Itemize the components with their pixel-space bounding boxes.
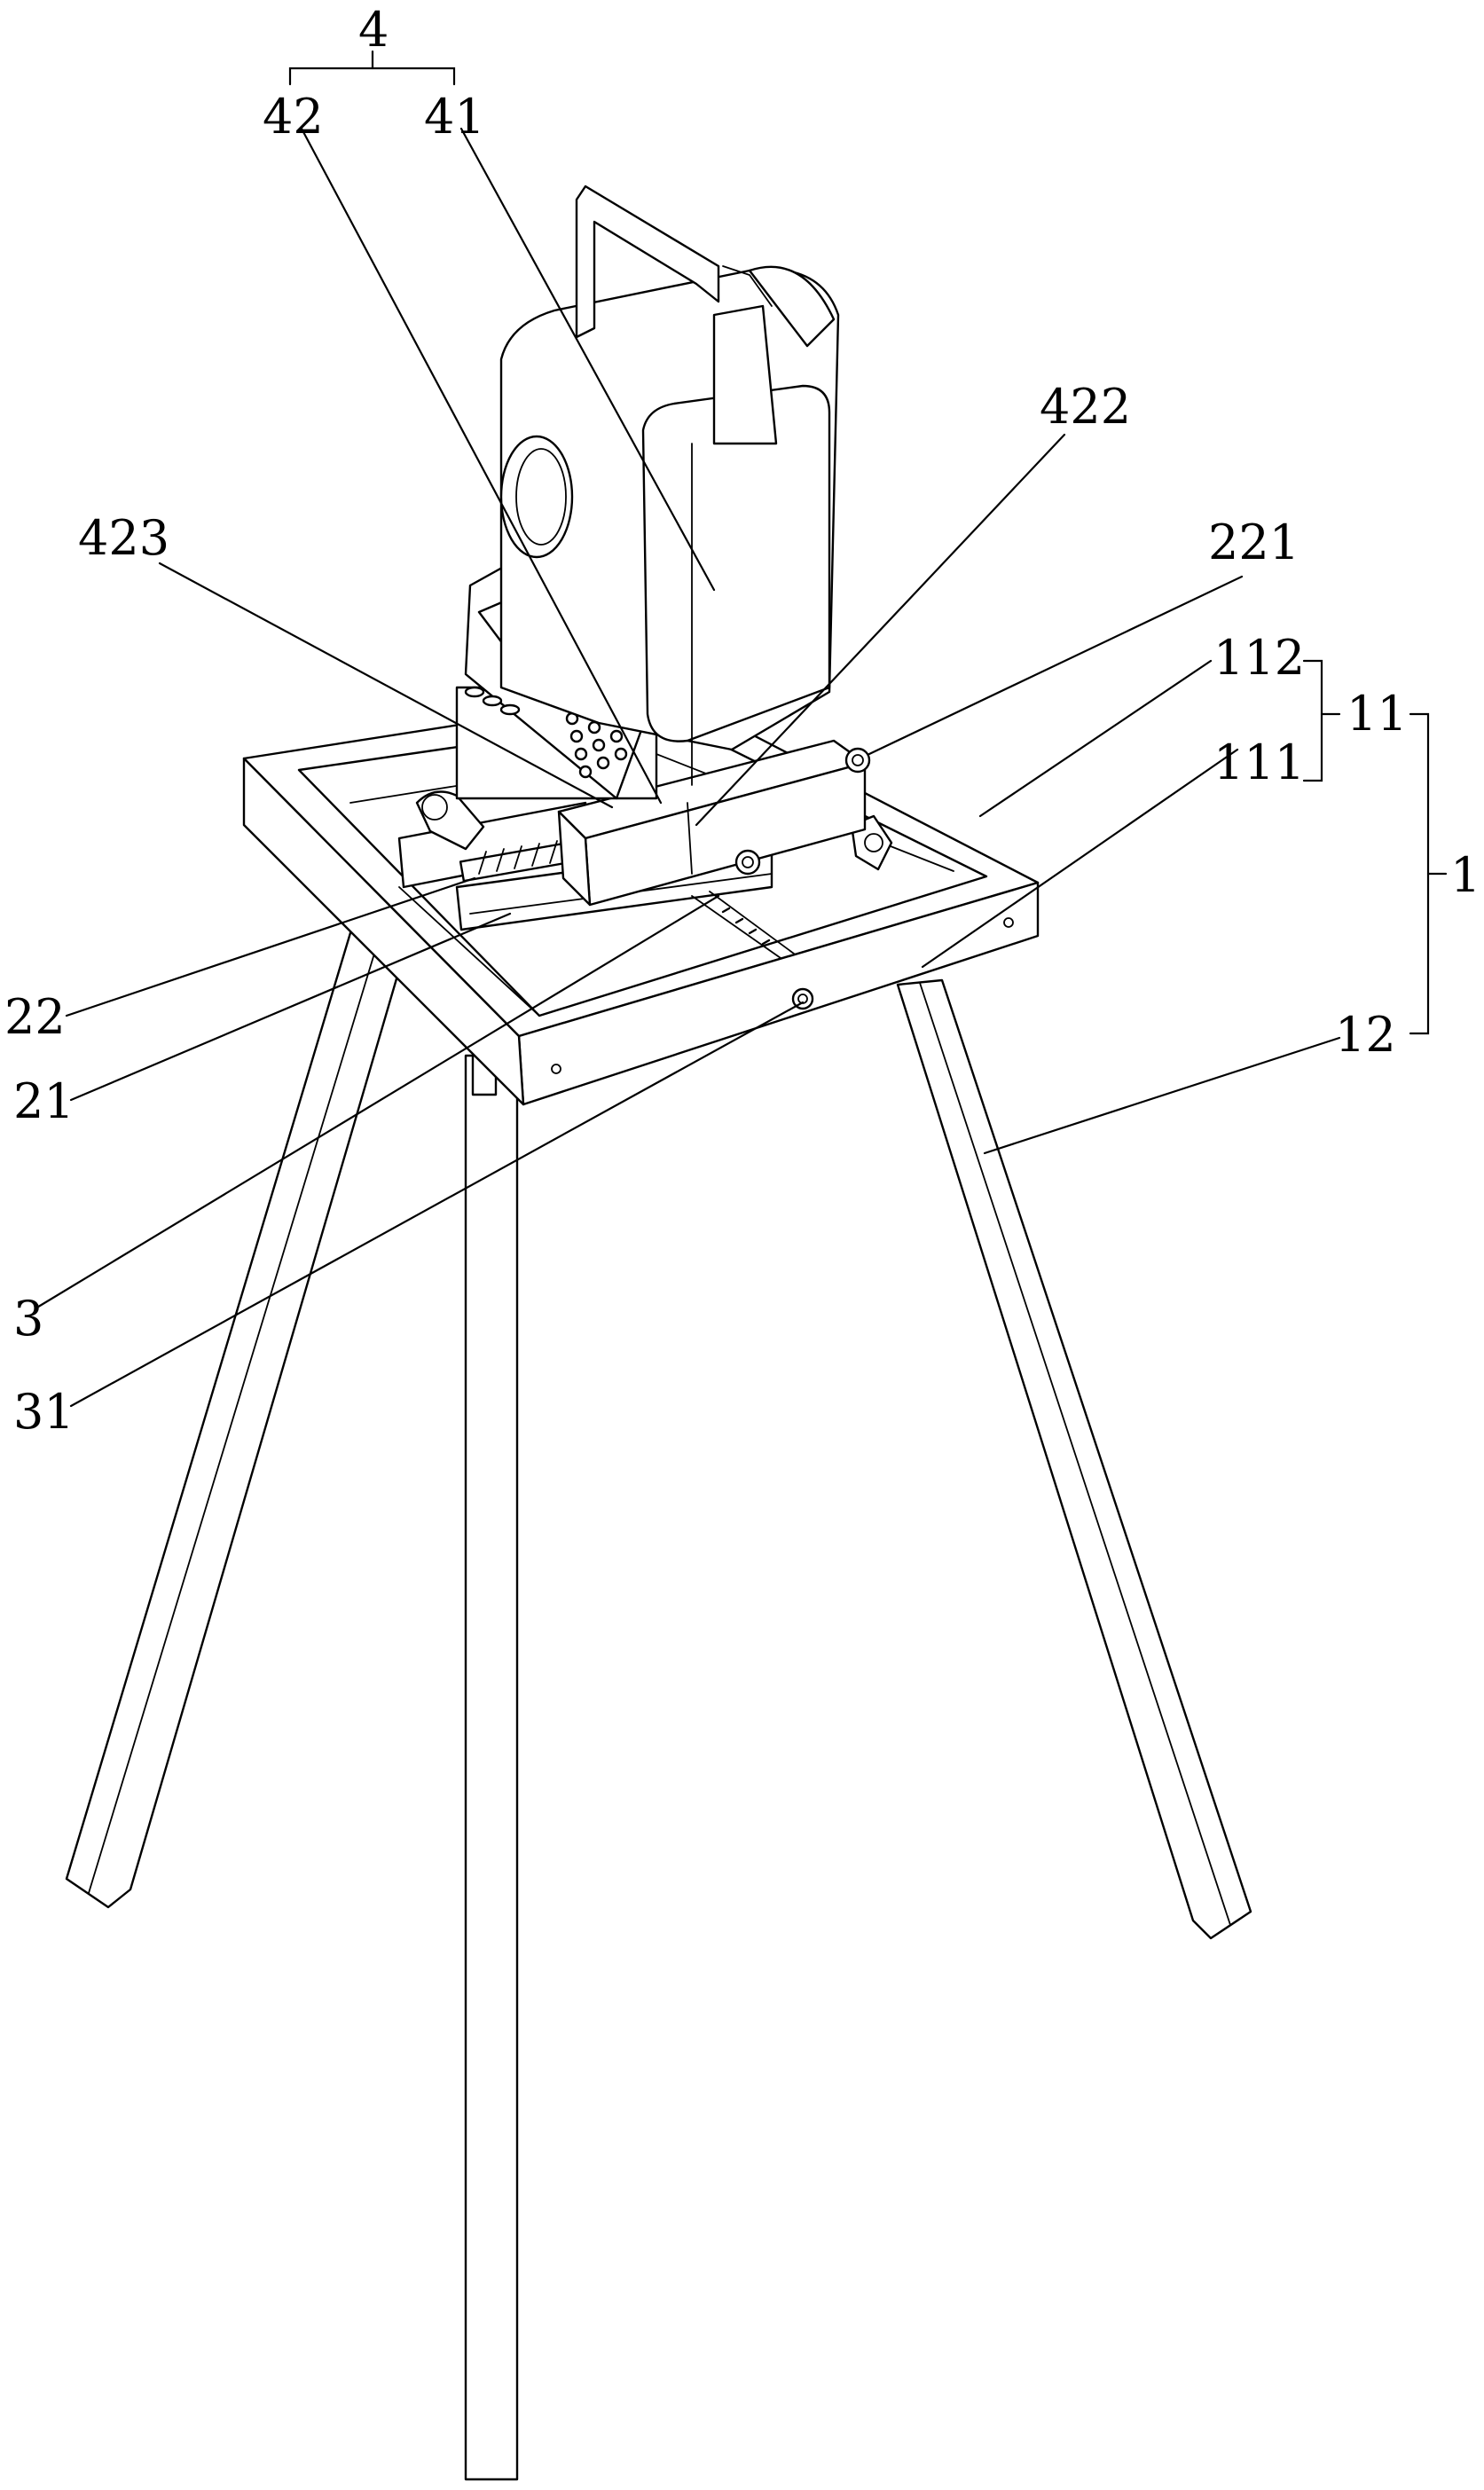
left-bracket	[415, 790, 485, 851]
left-leg	[65, 925, 399, 1909]
leader-lines	[34, 50, 1448, 1408]
label-422: 422	[1040, 379, 1131, 435]
label-221: 221	[1208, 514, 1299, 570]
instrument-body	[499, 185, 840, 786]
label-21: 21	[13, 1073, 75, 1129]
center-leg	[464, 1054, 519, 2481]
lens-icon	[499, 435, 574, 559]
tripod-legs	[65, 925, 1252, 2481]
label-42: 42	[263, 89, 324, 145]
carry-handle[interactable]	[575, 185, 778, 445]
label-22: 22	[4, 989, 66, 1045]
label-1: 1	[1450, 847, 1480, 903]
label-111: 111	[1213, 734, 1305, 790]
right-leg	[896, 978, 1252, 1940]
frame-screw-hole-2	[1003, 917, 1014, 928]
label-112: 112	[1213, 630, 1305, 686]
label-4: 4	[358, 2, 389, 58]
label-423: 423	[78, 510, 169, 566]
label-41: 41	[424, 89, 485, 145]
instrument-base	[557, 739, 871, 907]
reference-numerals: 4 42 41 422 423 221 112 11 111 1 22 21 1…	[4, 2, 1480, 1440]
side-knob-icon[interactable]	[844, 747, 871, 774]
base-knob-icon[interactable]	[734, 849, 761, 876]
label-11: 11	[1347, 686, 1408, 742]
scale-marks	[691, 891, 795, 959]
frame-screw-hole-1	[551, 1064, 561, 1074]
label-12: 12	[1335, 1007, 1396, 1063]
label-31: 31	[13, 1384, 75, 1440]
label-3: 3	[13, 1291, 43, 1347]
